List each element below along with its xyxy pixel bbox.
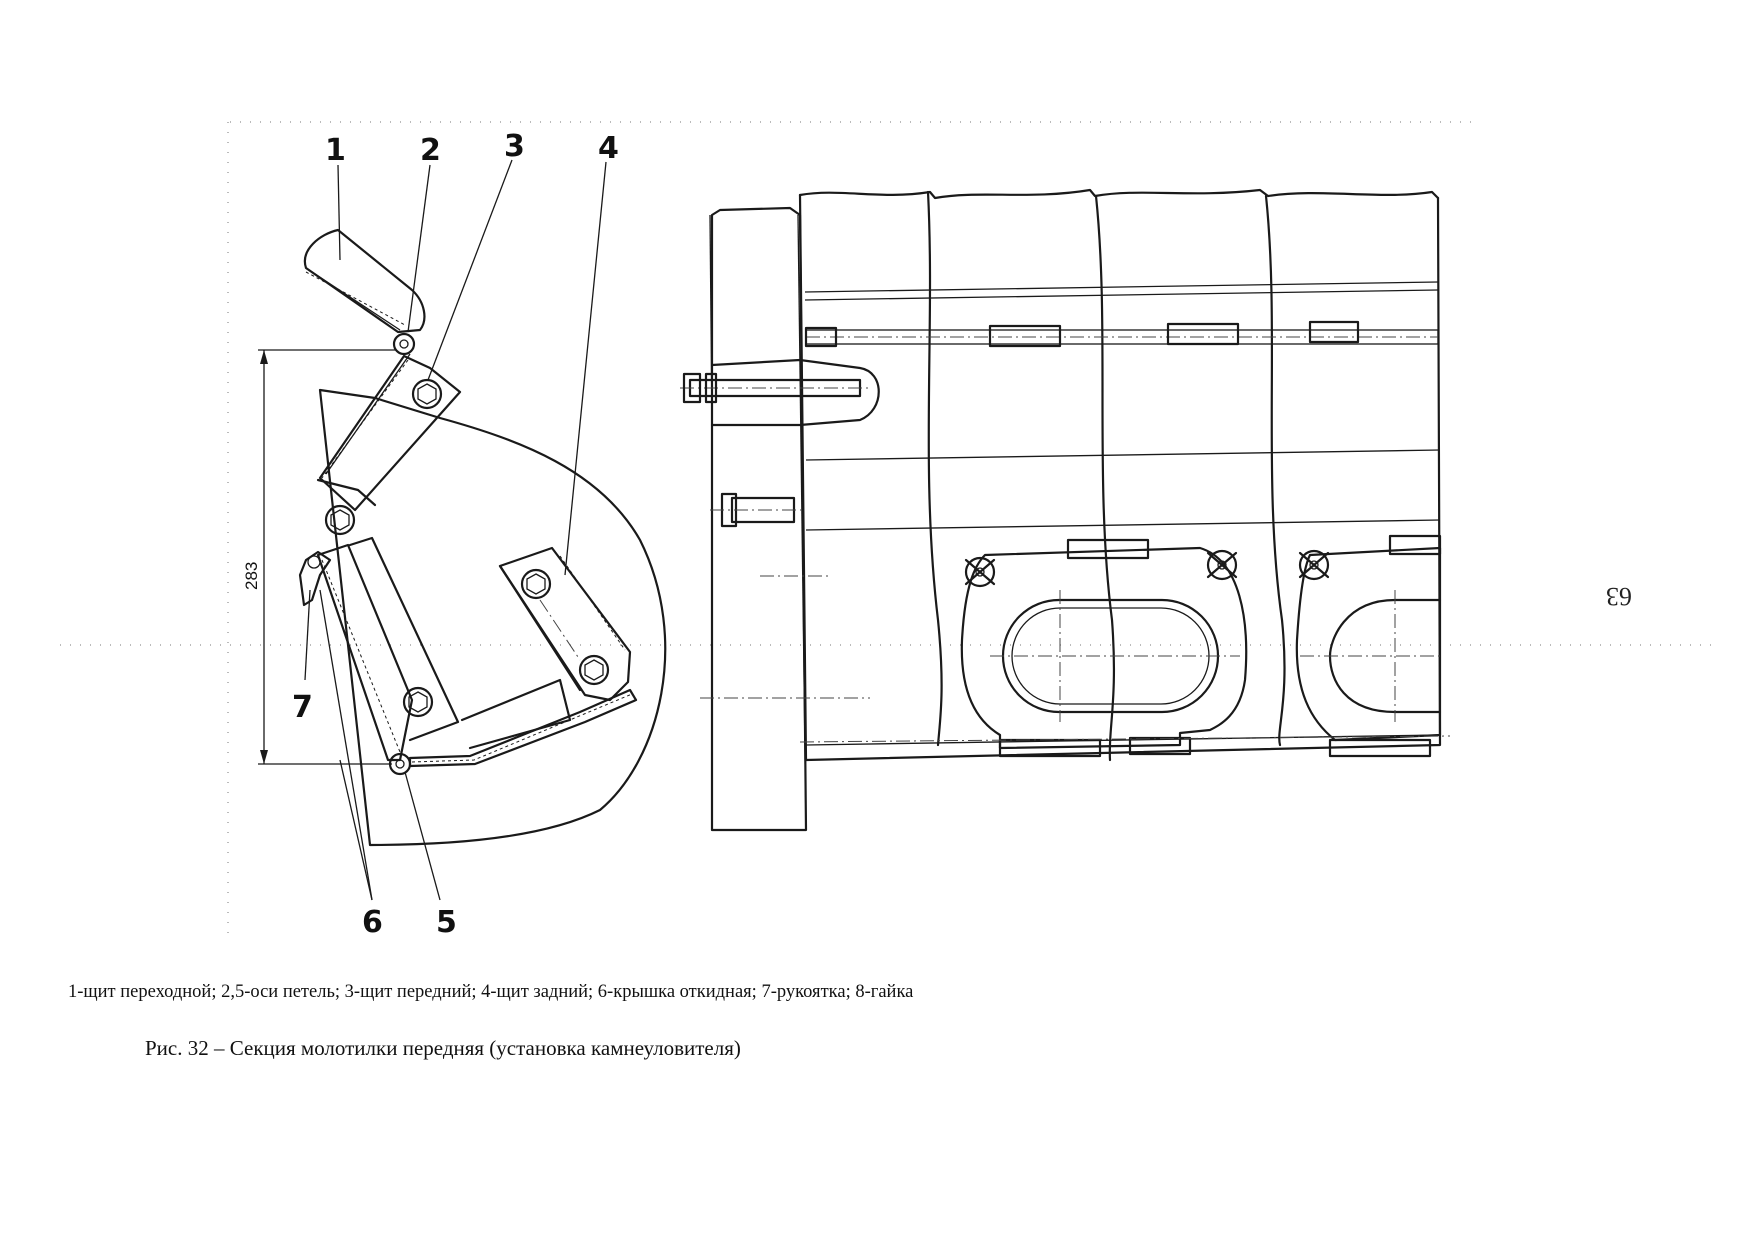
- inspection-window-1: [960, 538, 1248, 758]
- bottom-plate: [408, 688, 638, 768]
- part-2-hinge-axis: [392, 332, 416, 356]
- callout-4: 4: [598, 131, 619, 166]
- callout-3: 3: [504, 129, 525, 164]
- side-view-right: [680, 188, 1451, 832]
- part-7-handle: [298, 550, 332, 607]
- leader-lines: [304, 159, 607, 901]
- dimension-value: 283: [242, 562, 261, 590]
- part-3-front-shield: [316, 353, 462, 536]
- part-4-rear-shield: [498, 546, 632, 702]
- break-line-2: [1094, 194, 1116, 762]
- fastening-bolt: [680, 358, 880, 427]
- callout-2: 2: [420, 133, 441, 168]
- housing-contour: [318, 388, 667, 847]
- break-line-1: [926, 190, 943, 747]
- part-6-hinged-cover: [316, 536, 572, 762]
- parts-legend: 1-щит переходной; 2,5-оси петель; 3-щит …: [68, 982, 914, 1002]
- page-number: 63: [1606, 582, 1632, 611]
- beam-pin: [710, 492, 805, 528]
- inspection-window-2: [1295, 534, 1442, 758]
- part-1-transition-shield: [303, 228, 426, 334]
- dimension-283: 283: [242, 349, 396, 765]
- figure-caption: Рис. 32 – Секция молотилки передняя (уст…: [145, 1036, 741, 1060]
- callout-6: 6: [362, 905, 383, 940]
- scan-guide-lines: [60, 121, 1720, 940]
- callout-1: 1: [325, 133, 346, 168]
- break-line-3: [1264, 194, 1286, 747]
- side-beam: [710, 206, 808, 832]
- housing-panel: [798, 193, 1442, 762]
- callout-5: 5: [436, 905, 457, 940]
- callout-7: 7: [292, 690, 313, 725]
- hinge-bar: [804, 320, 1439, 348]
- section-view-left: 283 1 2 3 4 7 6 5: [242, 129, 667, 940]
